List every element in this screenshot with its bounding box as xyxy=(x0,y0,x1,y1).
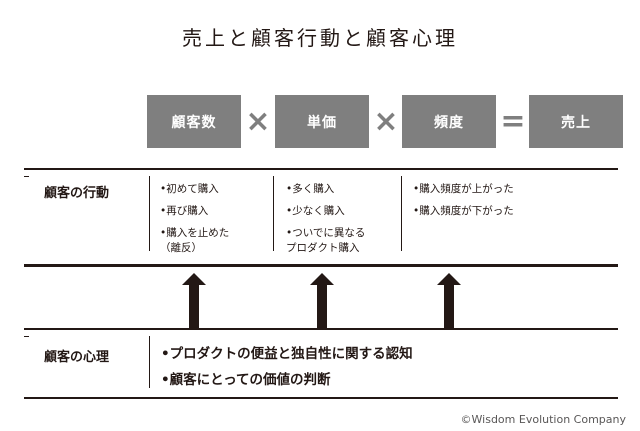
behavior-column-frequency: •購入頻度が上がった •購入頻度が下がった xyxy=(413,182,514,226)
box-customer-count: 顧客数 xyxy=(147,95,241,148)
list-item: •再び購入 xyxy=(160,205,209,217)
up-arrow-icon-2 xyxy=(310,273,334,329)
multiply-operator-2: × xyxy=(373,103,399,139)
psychology-label: 顧客の心理 xyxy=(44,350,110,365)
divider-middle xyxy=(24,264,618,267)
divider-top xyxy=(24,168,618,170)
list-item: •ついでに異なる プロダクト購入 xyxy=(286,227,366,254)
box-frequency: 頻度 xyxy=(402,95,496,148)
divider-bottom xyxy=(24,397,618,399)
psychology-list: •プロダクトの便益と独自性に関する認知 •顧客にとっての価値の判断 xyxy=(161,341,413,393)
behavior-tick xyxy=(24,176,29,177)
list-item: •少なく購入 xyxy=(286,205,345,217)
column-divider-2 xyxy=(273,176,274,251)
list-item: •購入を止めた （離反） xyxy=(160,227,230,254)
diagram-title: 売上と顧客行動と顧客心理 xyxy=(182,26,458,50)
box-sales: 売上 xyxy=(529,95,623,148)
psychology-tick xyxy=(24,336,29,337)
behavior-column-customer-count: •初めて購入 •再び購入 •購入を止めた （離反） xyxy=(160,182,229,263)
list-item: •顧客にとっての価値の判断 xyxy=(161,372,331,388)
multiply-operator-1: × xyxy=(245,103,271,139)
box-unit-price: 単価 xyxy=(275,95,369,148)
equals-operator: = xyxy=(500,103,526,139)
list-item: •プロダクトの便益と独自性に関する認知 xyxy=(161,346,413,362)
behavior-column-unit-price: •多く購入 •少なく購入 •ついでに異なる プロダクト購入 xyxy=(286,182,365,263)
divider-lower xyxy=(24,328,618,330)
copyright-text: ©Wisdom Evolution Company xyxy=(460,413,626,426)
up-arrow-icon-3 xyxy=(437,273,461,329)
psychology-divider xyxy=(149,336,150,388)
list-item: •購入頻度が下がった xyxy=(413,205,514,217)
behavior-label: 顧客の行動 xyxy=(44,186,110,201)
column-divider-1 xyxy=(149,176,150,251)
up-arrow-icon-1 xyxy=(182,273,206,329)
list-item: •初めて購入 xyxy=(160,183,219,195)
list-item: •購入頻度が上がった xyxy=(413,183,514,195)
list-item: •多く購入 xyxy=(286,183,335,195)
column-divider-3 xyxy=(401,176,402,251)
